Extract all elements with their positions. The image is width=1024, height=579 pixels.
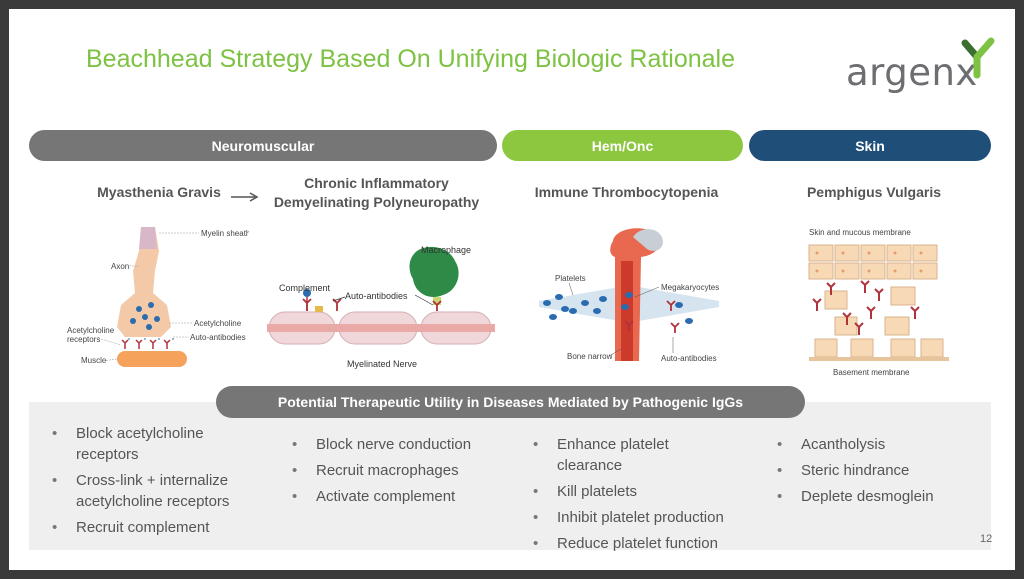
label-auto-antibodies-cidp: Auto-antibodies (345, 291, 408, 301)
bullets-pemphigus: Acantholysis Steric hindrance Deplete de… (777, 434, 977, 512)
disease-cidp-line1: Chronic Inflammatory (304, 175, 449, 191)
bullet-item: Deplete desmoglein (777, 486, 977, 507)
disease-cidp: Chronic Inflammatory Demyelinating Polyn… (259, 174, 494, 212)
bullet-item: Steric hindrance (777, 460, 977, 481)
bullet-item: Activate complement (292, 486, 502, 507)
category-hem-onc: Hem/Onc (502, 130, 743, 161)
label-basement-membrane: Basement membrane (833, 368, 910, 377)
bullets-neuromuscular-mg: Block acetylcholine receptors Cross-link… (52, 423, 242, 543)
bullet-item: Cross-link + internalize acetylcholine r… (52, 470, 242, 512)
label-muscle: Muscle (81, 356, 107, 365)
bullet-item: Inhibit platelet production (533, 507, 753, 528)
label-megakaryocytes: Megakaryocytes (661, 283, 719, 292)
label-axon: Axon (111, 262, 129, 271)
logo-mark-icon (961, 37, 995, 79)
bullet-item: Reduce platelet function (533, 533, 753, 554)
bullet-item: Recruit complement (52, 517, 242, 538)
disease-itp: Immune Thrombocytopenia (534, 184, 719, 200)
label-auto-antibodies-itp: Auto-antibodies (661, 354, 717, 363)
category-skin: Skin (749, 130, 991, 161)
disease-cidp-line2: Demyelinating Polyneuropathy (273, 194, 480, 210)
bullet-item: Enhance platelet clearance (533, 434, 697, 476)
logo-text: argenx (846, 51, 978, 94)
itp-illustration: Platelets Megakaryocytes Bone narrow Aut… (539, 228, 719, 363)
label-bone-marrow: Bone narrow (567, 352, 613, 361)
pv-illustration: Skin and mucous membrane Basement membra… (808, 228, 949, 377)
label-ach-receptors-2: receptors (67, 335, 100, 344)
cidp-illustration: Macrophage Complement Auto-antibodies My… (267, 245, 495, 369)
disease-pemphigus: Pemphigus Vulgaris (806, 184, 942, 200)
slide-title: Beachhead Strategy Based On Unifying Bio… (86, 45, 736, 73)
label-myelin-sheath: Myelin sheath (201, 229, 249, 238)
label-acetylcholine: Acetylcholine (194, 319, 242, 328)
bullet-item: Acantholysis (777, 434, 977, 455)
label-complement: Complement (279, 283, 331, 293)
bullets-cidp: Block nerve conduction Recruit macrophag… (292, 434, 502, 512)
arrow-right-icon (231, 192, 259, 202)
label-platelets: Platelets (555, 274, 586, 283)
therapeutic-banner: Potential Therapeutic Utility in Disease… (216, 386, 805, 418)
label-myelinated-nerve: Myelinated Nerve (347, 359, 417, 369)
bullets-itp: Enhance platelet clearance Kill platelet… (533, 434, 753, 559)
bullet-item: Block acetylcholine receptors (52, 423, 242, 465)
label-macrophage: Macrophage (421, 245, 471, 255)
label-skin-mucous: Skin and mucous membrane (809, 228, 911, 237)
label-auto-antibodies-mg: Auto-antibodies (190, 333, 246, 342)
bullet-item: Block nerve conduction (292, 434, 502, 455)
slide: Beachhead Strategy Based On Unifying Bio… (9, 9, 1015, 570)
page-number: 12 (980, 533, 993, 545)
disease-myasthenia-gravis: Myasthenia Gravis (97, 184, 221, 200)
category-neuromuscular: Neuromuscular (29, 130, 497, 161)
mg-illustration: Myelin sheath Axon Acetylcholine Auto-an… (67, 227, 249, 367)
label-ach-receptors-1: Acetylcholine (67, 326, 115, 335)
bullet-item: Recruit macrophages (292, 460, 502, 481)
bullet-item: Kill platelets (533, 481, 753, 502)
argenx-logo: argenx (846, 37, 996, 97)
